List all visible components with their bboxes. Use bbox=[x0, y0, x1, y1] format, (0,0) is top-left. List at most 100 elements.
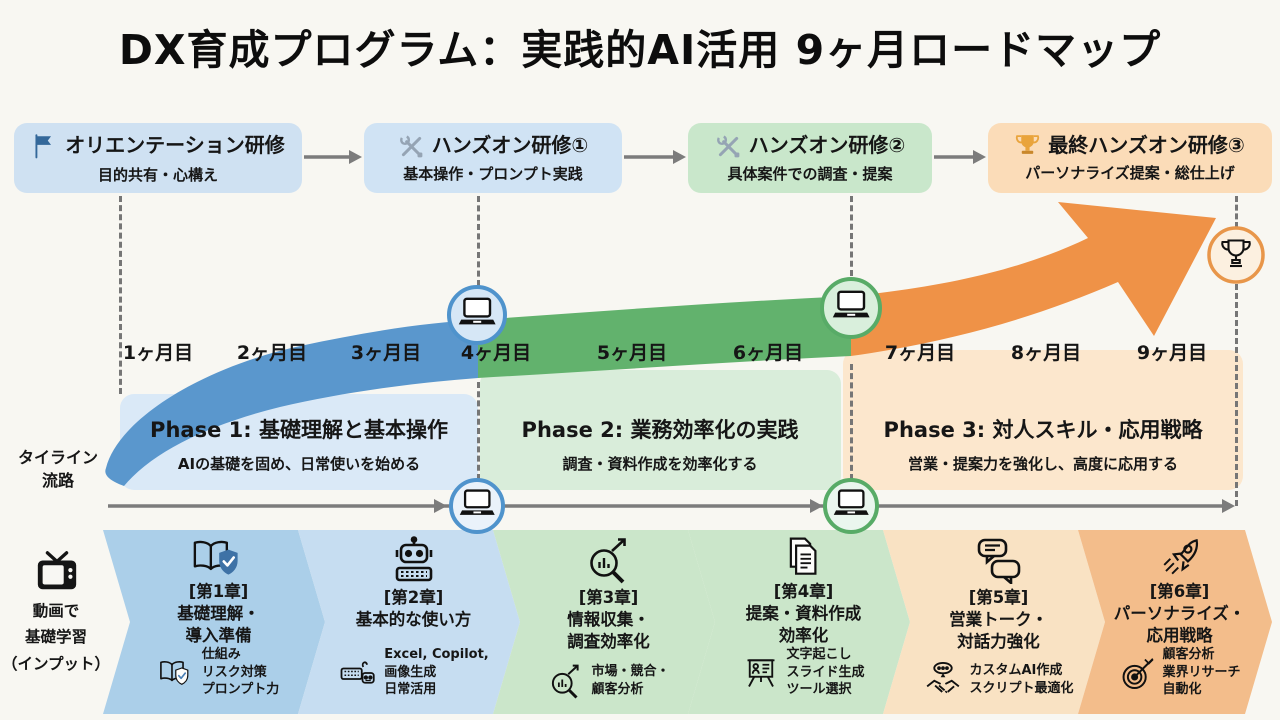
phase-desc: 調査・資料作成を効率化する bbox=[562, 455, 758, 473]
timeline-side-label: タイライン 流路 bbox=[6, 446, 110, 492]
chapter-points: カスタムAI作成 スクリプト最適化 bbox=[969, 663, 1074, 696]
dashed-line bbox=[850, 196, 853, 276]
keyboard-robot-icon bbox=[338, 655, 378, 691]
training-box-subtitle: パーソナライズ提案・総仕上げ bbox=[1025, 164, 1235, 182]
timeline-arrow bbox=[108, 499, 1235, 513]
chapter-title-line: 提案・資料作成 bbox=[745, 603, 862, 623]
training-box-handson-2: ハンズオン研修② 具体案件での調査・提案 bbox=[688, 123, 932, 193]
training-box-title: ハンズオン研修② bbox=[748, 133, 906, 157]
chapter-lines: [第6章] パーソナライズ・ 応用戦略 bbox=[1114, 581, 1246, 646]
chapter-title-line: 導入準備 bbox=[185, 625, 252, 645]
chapter-6-chevron: [第6章] パーソナライズ・ 応用戦略 顧客分析 業界リサーチ 自動化 bbox=[1078, 530, 1272, 714]
laptop-icon bbox=[832, 489, 870, 517]
training-box-title: ハンズオン研修① bbox=[431, 133, 589, 157]
training-box-title: オリエンテーション研修 bbox=[65, 133, 285, 157]
dashed-line bbox=[119, 196, 122, 394]
tools-icon bbox=[716, 134, 741, 159]
laptop-milestone-phase1-bottom bbox=[449, 478, 505, 534]
chapter-2-chevron: [第2章] 基本的な使い方 Excel, Copilot, 画像生成 日常活用 bbox=[298, 530, 520, 714]
chapter-title-line: パーソナライズ・ bbox=[1113, 603, 1246, 623]
handshake-icon bbox=[923, 661, 963, 699]
timeline-label-line: タイライン bbox=[17, 448, 98, 467]
month-label: 2ヶ月目 bbox=[236, 342, 308, 364]
laptop-icon bbox=[458, 489, 496, 517]
phase-divider-dashed bbox=[850, 364, 853, 480]
book-shield-icon bbox=[188, 536, 250, 578]
chapter-points: 市場・競合・ 顧客分析 bbox=[591, 664, 670, 697]
phase-title: Phase 1: 基礎理解と基本操作 bbox=[150, 418, 448, 442]
tv-icon bbox=[34, 550, 80, 598]
chapter-points: 仕組み リスク対策 プロンプト力 bbox=[201, 647, 280, 698]
chapter-4-chevron: [第4章] 提案・資料作成 効率化 文字起こし スライド生成 ツール選択 bbox=[688, 530, 910, 714]
dashed-line bbox=[1235, 196, 1238, 228]
laptop-milestone-phase2-bottom bbox=[823, 478, 879, 534]
chapter-1-chevron: [第1章] 基礎理解・ 導入準備 仕組み リスク対策 プロンプト力 bbox=[103, 530, 325, 714]
month-label: 9ヶ月目 bbox=[1136, 342, 1208, 364]
chapter-tag: [第6章] bbox=[1149, 582, 1210, 602]
training-box-orientation: オリエンテーション研修 目的共有・心構え bbox=[14, 123, 302, 193]
phase-title: Phase 3: 対人スキル・応用戦略 bbox=[883, 418, 1203, 442]
chapter-title-line: 調査効率化 bbox=[567, 631, 650, 651]
chapter-points: Excel, Copilot, 画像生成 日常活用 bbox=[384, 647, 489, 698]
phase-title: Phase 2: 業務効率化の実践 bbox=[521, 418, 799, 442]
flag-icon bbox=[35, 133, 53, 158]
month-label: 3ヶ月目 bbox=[350, 342, 422, 364]
target-dart-icon bbox=[1118, 654, 1156, 692]
training-box-subtitle: 具体案件での調査・提案 bbox=[727, 164, 893, 183]
chapter-title-line: 応用戦略 bbox=[1146, 625, 1213, 645]
chapter-lines: [第2章] 基本的な使い方 bbox=[356, 587, 472, 631]
chapter-title-line: 営業トーク・ bbox=[949, 609, 1048, 629]
month-label: 5ヶ月目 bbox=[596, 342, 668, 364]
phase-desc: AIの基礎を固め、日常使いを始める bbox=[177, 455, 421, 473]
month-label: 8ヶ月目 bbox=[1010, 342, 1082, 364]
month-label: 7ヶ月目 bbox=[884, 342, 956, 364]
phase-divider-dashed bbox=[477, 382, 480, 480]
rocket-icon bbox=[1156, 536, 1204, 578]
phase3-panel bbox=[843, 350, 1243, 490]
page-title: DX育成プログラム：実践的AI活用 9ヶ月ロードマップ bbox=[118, 26, 1162, 74]
chapter-points: 文字起こし スライド生成 ツール選択 bbox=[786, 647, 865, 698]
month-label: 6ヶ月目 bbox=[732, 342, 804, 364]
video-side-label: 動画で 基礎学習 （インプット） bbox=[0, 598, 112, 677]
training-box-subtitle: 基本操作・プロンプト実践 bbox=[403, 164, 583, 183]
training-box-title: 最終ハンズオン研修③ bbox=[1048, 133, 1245, 157]
phase2-panel bbox=[480, 370, 841, 490]
month-label: 1ヶ月目 bbox=[122, 342, 194, 364]
dashed-line bbox=[477, 196, 480, 286]
chapter-5-chevron: [第5章] 営業トーク・ 対話力強化 カスタムAI作成 スクリプト最適化 bbox=[883, 530, 1105, 714]
video-label-line: （インプット） bbox=[1, 654, 111, 673]
phase2-swoosh-band bbox=[478, 296, 851, 378]
chapter-lines: [第3章] 情報収集・ 調査効率化 bbox=[567, 587, 650, 652]
chapter-tag: [第2章] bbox=[383, 588, 444, 607]
training-box-final-handson: 最終ハンズオン研修③ パーソナライズ提案・総仕上げ bbox=[988, 123, 1272, 193]
tools-icon bbox=[399, 134, 424, 159]
chapter-lines: [第1章] 基礎理解・ 導入準備 bbox=[177, 581, 260, 646]
chapter-title-line: 効率化 bbox=[778, 625, 829, 645]
presentation-easel-icon bbox=[742, 655, 780, 691]
chapter-lines: [第4章] 提案・資料作成 効率化 bbox=[746, 581, 862, 646]
laptop-icon bbox=[457, 297, 497, 326]
chapter-title-line: 基本的な使い方 bbox=[355, 609, 472, 629]
laptop-milestone-phase1-top bbox=[447, 285, 507, 345]
trophy-milestone bbox=[1207, 226, 1265, 284]
chat-bubbles-icon bbox=[975, 536, 1023, 584]
phase3-text: Phase 3: 対人スキル・応用戦略 営業・提案力を強化し、高度に応用する bbox=[884, 414, 1203, 474]
chapter-title-line: 対話力強化 bbox=[957, 631, 1040, 651]
phase-desc: 営業・提案力を強化し、高度に応用する bbox=[907, 455, 1179, 473]
search-chart-icon bbox=[585, 536, 633, 584]
dashed-line bbox=[1235, 284, 1238, 506]
phase1-text: Phase 1: 基礎理解と基本操作 AIの基礎を固め、日常使いを始める bbox=[150, 414, 448, 474]
chapter-3-chevron: [第3章] 情報収集・ 調査効率化 市場・競合・ 顧客分析 bbox=[493, 530, 715, 714]
timeline-label-line: 流路 bbox=[41, 471, 74, 491]
laptop-icon bbox=[831, 290, 871, 319]
laptop-milestone-phase2-top bbox=[820, 277, 882, 339]
phase2-text: Phase 2: 業務効率化の実践 調査・資料作成を効率化する bbox=[522, 414, 799, 474]
chapter-tag: [第3章] bbox=[578, 588, 639, 607]
video-label-line: 基礎学習 bbox=[24, 628, 87, 647]
documents-icon bbox=[781, 536, 827, 578]
robot-keyboard-icon bbox=[390, 536, 438, 584]
chapter-tag: [第4章] bbox=[773, 582, 834, 602]
training-box-handson-1: ハンズオン研修① 基本操作・プロンプト実践 bbox=[364, 123, 622, 193]
training-box-subtitle: 目的共有・心構え bbox=[97, 165, 218, 184]
